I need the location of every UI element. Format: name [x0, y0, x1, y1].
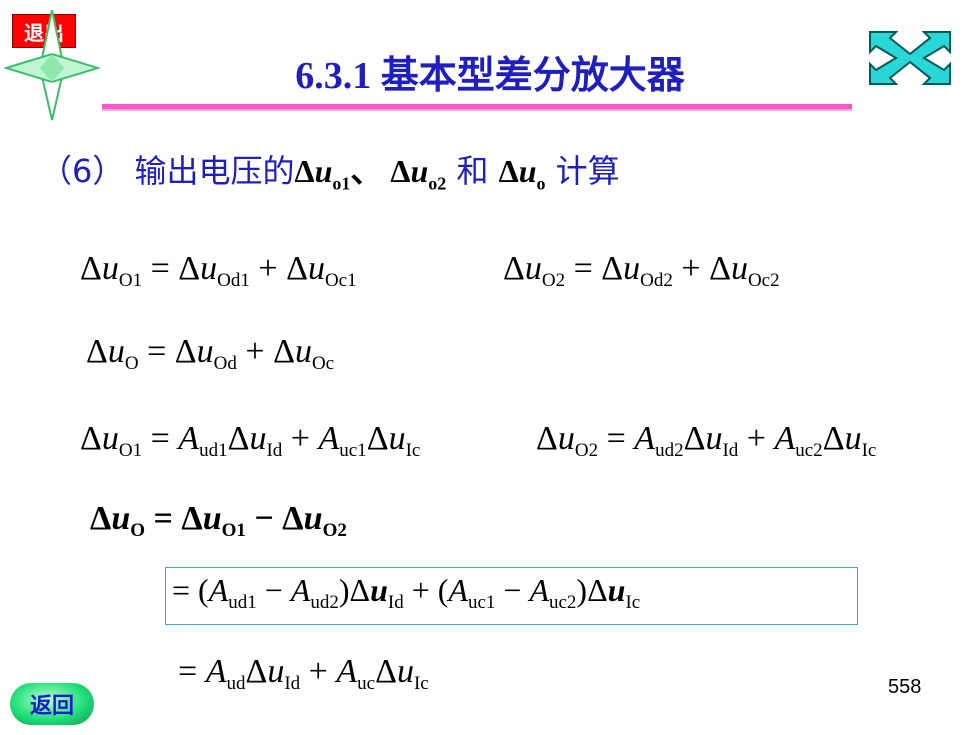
- equation-uo-sum: ΔuO = ΔuOd + ΔuOc: [86, 333, 335, 374]
- equation-uo-expanded: = (Aud1 − Aud2)ΔuId + (Auc1 − Auc2)ΔuIc: [172, 572, 641, 613]
- section-heading-suffix: 计算: [555, 152, 620, 190]
- section-heading-prefix: （6） 输出电压的: [40, 152, 295, 190]
- equation-uo1-gain: ΔuO1 = Aud1ΔuId + Auc1ΔuIc: [80, 420, 421, 461]
- exit-button[interactable]: 退出: [12, 14, 76, 48]
- crossed-arrows-icon[interactable]: [866, 28, 954, 88]
- equation-uo2-sum: ΔuO2 = ΔuOd2 + ΔuOc2: [503, 250, 780, 291]
- equation-uo-difference: ΔuO = ΔuO1 − ΔuO2: [90, 500, 347, 541]
- back-button[interactable]: 返回: [10, 683, 94, 725]
- page-title: 6.3.1 基本型差分放大器: [295, 55, 685, 97]
- compass-star-icon: [4, 10, 100, 121]
- highlighted-equation-box: [165, 567, 858, 625]
- section-heading: （6） 输出电压的Δuo1、 Δuo2 和 Δuo 计算: [40, 152, 620, 194]
- title-divider: [102, 104, 852, 111]
- equation-uo-final: = AudΔuId + AucΔuIc: [178, 653, 429, 694]
- page-number: 558: [888, 676, 922, 698]
- equation-uo2-gain: ΔuO2 = Aud2ΔuId + Auc2ΔuIc: [536, 420, 877, 461]
- equation-uo1-sum: ΔuO1 = ΔuOd1 + ΔuOc1: [80, 250, 357, 291]
